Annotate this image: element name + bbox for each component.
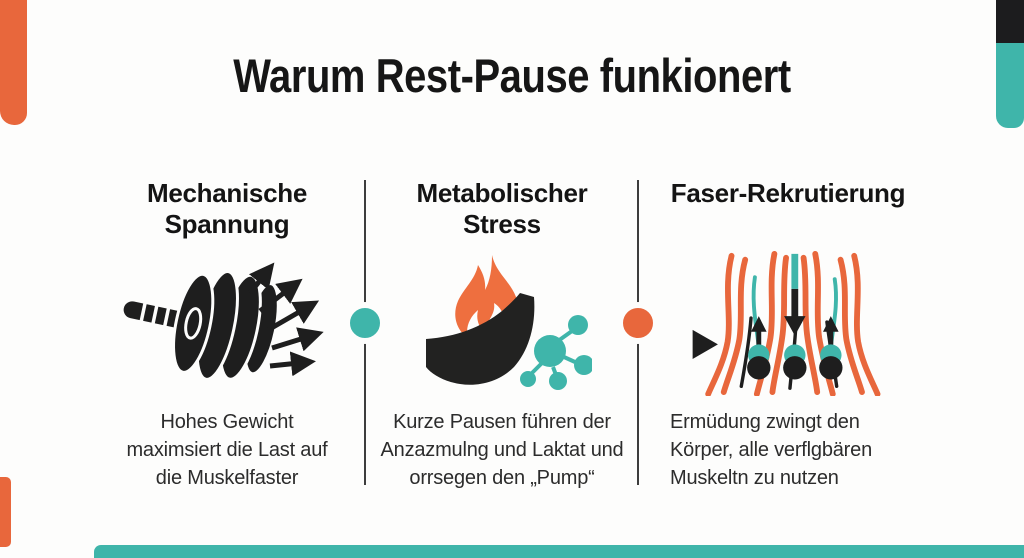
connector-dot-orange	[617, 302, 659, 344]
column-heading: Metabolischer Stress	[416, 178, 588, 239]
play-triangle	[692, 329, 718, 360]
corner-accent-top-right	[996, 0, 1024, 128]
flame-shape	[455, 255, 518, 338]
connector-dot-teal	[344, 302, 386, 344]
arm-shape	[426, 293, 535, 385]
flame-molecule-icon	[412, 252, 592, 394]
column-description: Hohes Gewicht maximsiert die Last auf di…	[126, 411, 328, 489]
column-description: Kurze Pausen führen der Anzazmulng und L…	[380, 411, 624, 489]
column-faser-rekrutierung: Faser-Rekrutierung	[648, 178, 928, 492]
column-heading: Mechanische Spannung	[147, 178, 307, 239]
page-title: Warum Rest-Pause funkionert	[233, 49, 791, 102]
corner-accent-top-left	[0, 0, 27, 125]
column-mechanische-spannung: Mechanische Spannung	[88, 178, 366, 492]
column-heading: Faser-Rekrutierung	[670, 178, 906, 208]
muscle-fibers-icon	[688, 250, 888, 396]
barbell-tension-icon	[120, 252, 335, 394]
column-description: Ermüdung zwingt den Körper, alle verflgb…	[670, 411, 872, 489]
corner-accent-bottom-left	[0, 477, 11, 547]
column-metabolischer-stress: Metabolischer Stress	[374, 178, 630, 492]
corner-accent-top-right-teal	[996, 43, 1024, 128]
bottom-edge-bar	[94, 545, 1024, 558]
corner-accent-top-right-black	[996, 0, 1024, 43]
